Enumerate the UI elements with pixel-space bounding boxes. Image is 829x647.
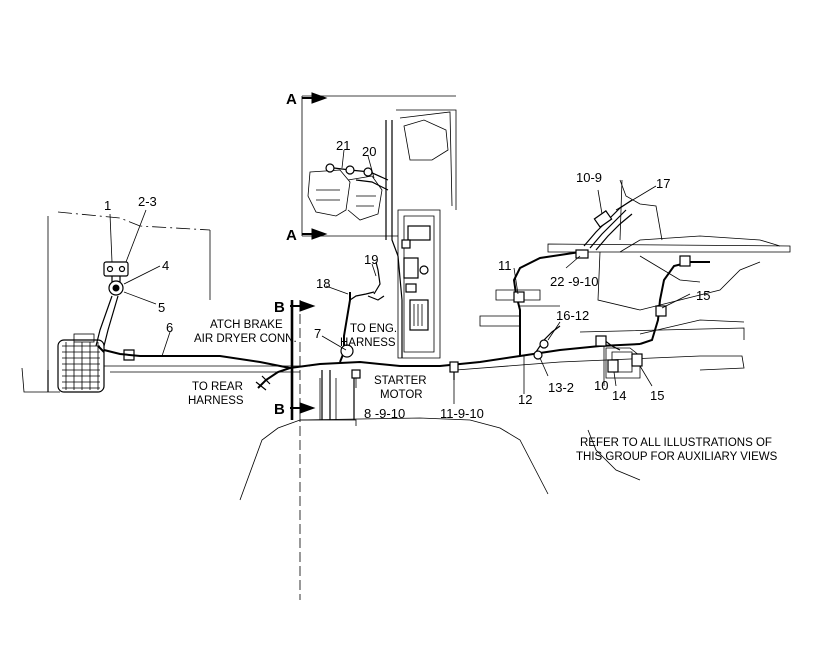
callout-10: 10 bbox=[594, 378, 608, 393]
callout-7: 7 bbox=[314, 326, 321, 341]
atch-brake-label: ATCH BRAKE bbox=[210, 319, 283, 331]
rear-harness-label: HARNESS bbox=[188, 395, 244, 407]
callout-17: 17 bbox=[656, 176, 670, 191]
callout-15-low: 15 bbox=[650, 388, 664, 403]
disconnect-switch bbox=[95, 261, 129, 347]
callout-18: 18 bbox=[316, 276, 330, 291]
section-a-top: A bbox=[286, 91, 297, 108]
callout-22-9-10: 22 -9-10 bbox=[550, 274, 598, 289]
callout-6: 6 bbox=[166, 320, 173, 335]
battery-box bbox=[57, 333, 105, 393]
section-arrows bbox=[290, 92, 328, 420]
tower-components bbox=[401, 225, 431, 331]
callout-11-9-10: 11-9-10 bbox=[440, 406, 484, 421]
callout-4: 4 bbox=[162, 258, 169, 273]
callout-labels: 1 2-3 4 5 6 7 8 -9-10 11-9-10 11 12 13-2… bbox=[104, 138, 710, 421]
section-a-bottom: A bbox=[286, 227, 297, 244]
callout-11: 11 bbox=[498, 258, 512, 273]
section-letters: A A B B bbox=[274, 91, 297, 418]
callout-8-9-10: 8 -9-10 bbox=[364, 406, 405, 421]
leader-lines bbox=[109, 149, 691, 404]
section-b-bottom: B bbox=[274, 401, 285, 418]
motor-label: MOTOR bbox=[380, 389, 423, 401]
section-b-top: B bbox=[274, 299, 285, 316]
callout-21: 21 bbox=[336, 138, 350, 153]
callout-15-high: 15 bbox=[696, 288, 710, 303]
callout-10-9: 10-9 bbox=[576, 170, 602, 185]
refer-note-line-2: THIS GROUP FOR AUXILIARY VIEWS bbox=[576, 451, 778, 463]
to-eng-label: TO ENG. bbox=[350, 323, 397, 335]
callout-19: 19 bbox=[364, 252, 378, 267]
starter-label: STARTER bbox=[374, 375, 427, 387]
callout-1: 1 bbox=[104, 198, 111, 213]
eng-harness-label: HARNESS bbox=[340, 337, 396, 349]
text-labels: ATCH BRAKE AIR DRYER CONN. TO REAR HARNE… bbox=[188, 319, 778, 463]
callout-16-12: 16-12 bbox=[556, 308, 589, 323]
callout-12: 12 bbox=[518, 392, 532, 407]
detail-a-relays bbox=[307, 163, 383, 221]
callout-20: 20 bbox=[362, 144, 376, 159]
air-dryer-label: AIR DRYER CONN. bbox=[194, 333, 297, 345]
callout-14: 14 bbox=[612, 388, 626, 403]
refer-note-line-1: REFER TO ALL ILLUSTRATIONS OF bbox=[580, 437, 772, 449]
callout-13-2: 13-2 bbox=[548, 380, 574, 395]
machine-outline bbox=[21, 95, 791, 600]
main-harness bbox=[47, 120, 710, 420]
callout-5: 5 bbox=[158, 300, 165, 315]
to-rear-label: TO REAR bbox=[192, 381, 243, 393]
callout-2-3: 2-3 bbox=[138, 194, 157, 209]
